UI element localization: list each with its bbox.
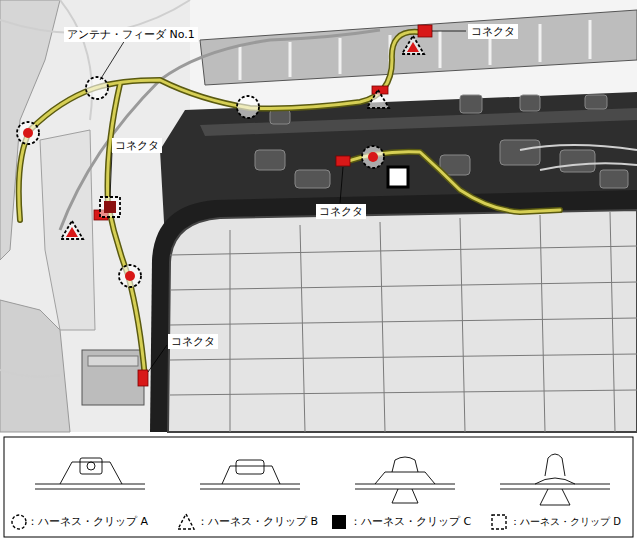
legend-entry: ：ハーネス・クリップ B <box>197 515 318 528</box>
legend-text: ：ハーネス・クリップ A <box>27 515 148 528</box>
label-box: アンテナ・フィーダ No.1 <box>64 27 198 42</box>
legend-entry: ：ハーネス・クリップ A <box>27 515 148 528</box>
connector-label: コネクタ <box>112 138 162 153</box>
legend-text: ：ハーネス・クリップ B <box>197 515 318 528</box>
label-box: コネクタ <box>168 334 218 349</box>
connector-label: コネクタ <box>168 334 218 349</box>
connector-label: コネクタ <box>316 204 366 219</box>
legend-entry: ：ハーネス・クリップ C <box>350 515 471 528</box>
legend-text: ：ハーネス・クリップ C <box>350 515 471 528</box>
part-name: アンテナ・フィーダ No.1 <box>64 27 198 42</box>
legend-entry: ：ハーネス・クリップ D <box>510 515 621 528</box>
label-box: コネクタ <box>316 204 366 219</box>
label-box: コネクタ <box>112 138 162 153</box>
label-box: コネクタ <box>468 24 518 39</box>
connector-label: コネクタ <box>468 24 518 39</box>
legend-text: ：ハーネス・クリップ D <box>510 515 621 528</box>
